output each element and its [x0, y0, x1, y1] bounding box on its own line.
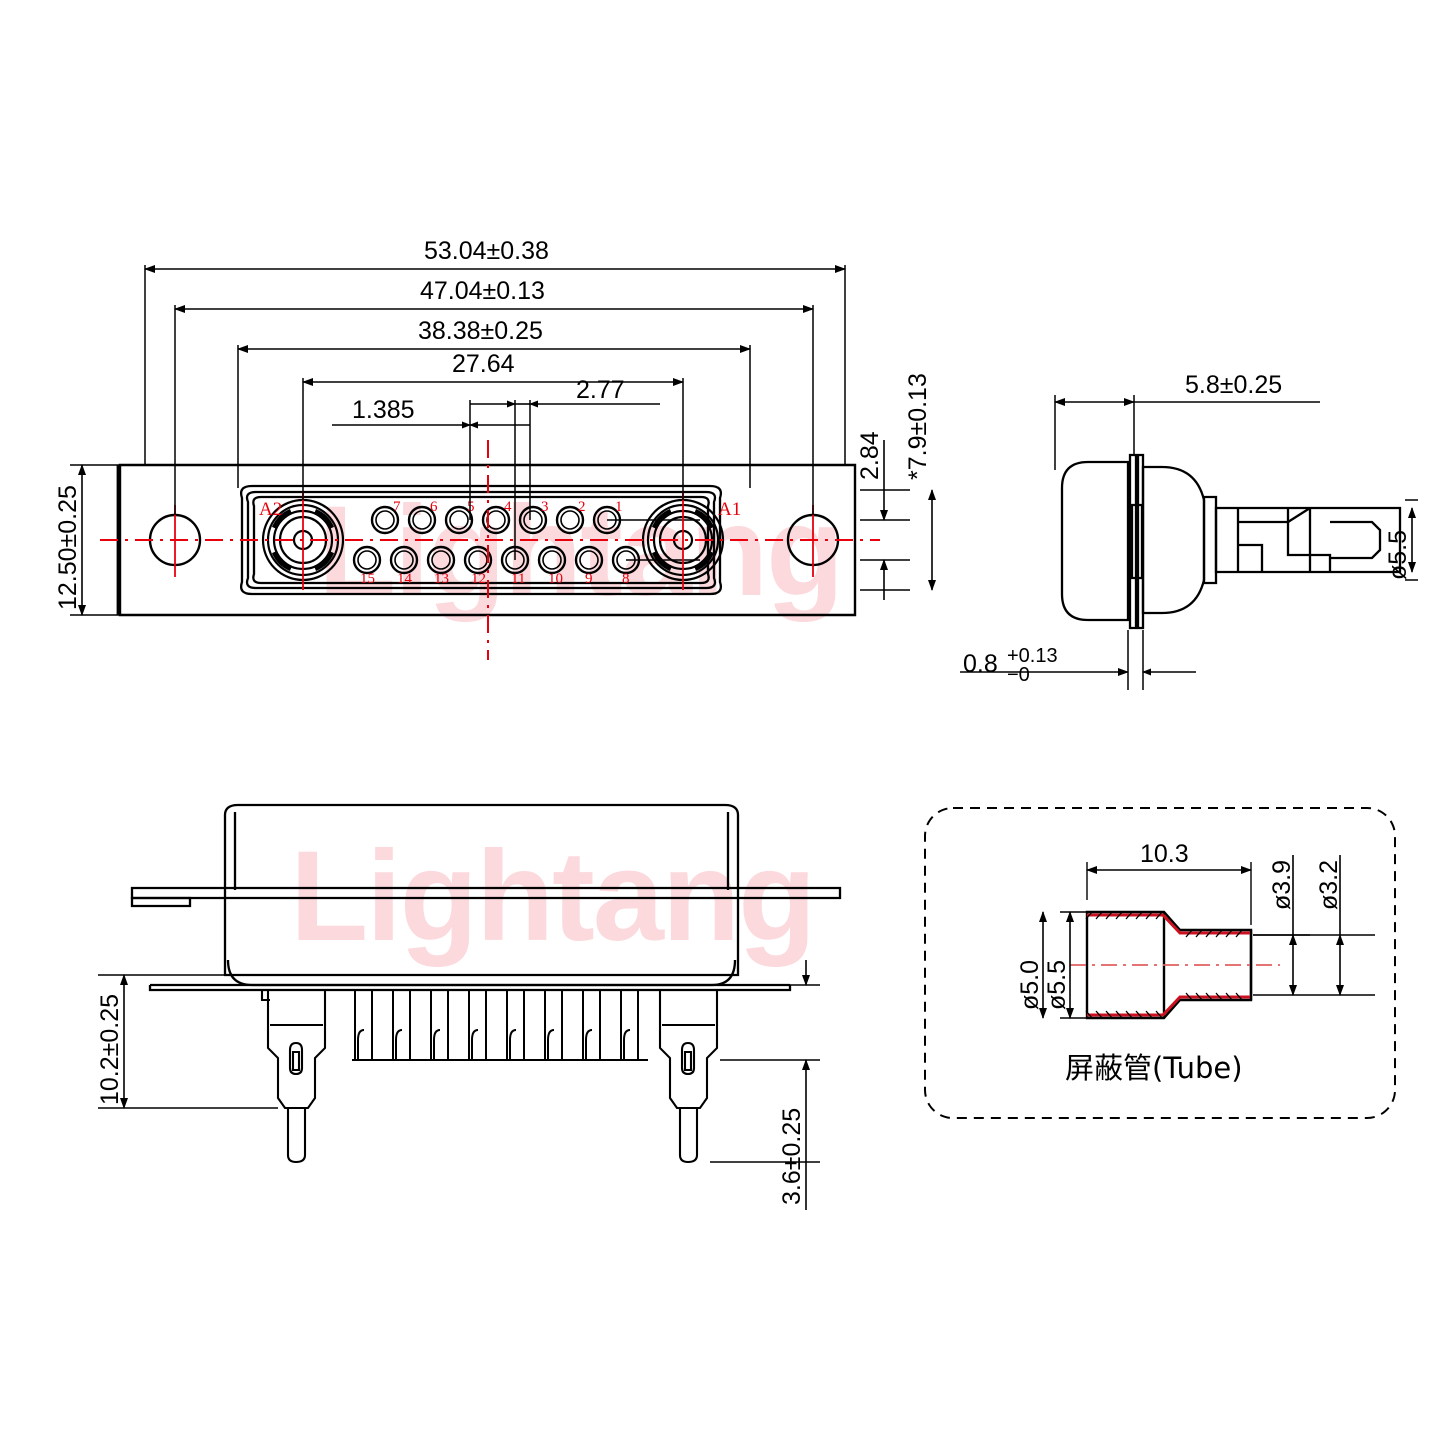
dim-mount-hole-span: 47.04±0.13 — [420, 277, 545, 305]
side-view: 5.8±0.25 ø5.5 0.8 +0.13 −0 — [960, 371, 1418, 690]
front-extension-lines — [144, 265, 846, 560]
pin-numbers-bottom: 15 14 13 12 11 10 9 8 — [360, 571, 630, 587]
dim-tube-outer-large: ø5.0 — [1016, 960, 1044, 1010]
dim-tube-inner-large: ø5.5 — [1043, 960, 1071, 1010]
svg-text:3: 3 — [541, 499, 549, 515]
bottom-coax-tails — [260, 990, 719, 1164]
coax-label-a1: A1 — [718, 499, 741, 520]
dim-tube-inner-small: ø3.2 — [1315, 860, 1343, 910]
svg-text:13: 13 — [434, 571, 449, 587]
dim-row-span: *7.9±0.13 — [904, 373, 932, 480]
dim-body-height: 10.2±0.25 — [96, 994, 124, 1105]
svg-text:9: 9 — [585, 571, 593, 587]
hole-crosshairs — [174, 492, 814, 590]
tube-hatch — [1085, 911, 1243, 1019]
front-centerlines — [100, 440, 880, 660]
svg-text:2: 2 — [578, 499, 586, 515]
tube-shield-layer — [1087, 913, 1250, 1017]
flange-value: 0.8 — [963, 650, 998, 678]
dim-contact-span: 27.64 — [452, 350, 515, 378]
side-ext-lines — [1054, 395, 1418, 690]
flange-tol-upper: +0.13 — [1007, 645, 1058, 667]
dim-pitch: 2.77 — [576, 376, 625, 404]
dim-half-pitch: 1.385 — [352, 396, 415, 424]
dim-tube-length: 10.3 — [1140, 840, 1189, 868]
dim-contact-dia: ø5.5 — [1384, 530, 1412, 580]
watermark-bottom: Lightang — [290, 825, 816, 968]
dim-overall-width: 53.04±0.38 — [424, 237, 549, 265]
dim-shell-width: 38.38±0.25 — [418, 317, 543, 345]
tube-detail-frame — [924, 807, 1396, 1119]
svg-text:8: 8 — [622, 571, 630, 587]
svg-text:12: 12 — [471, 571, 486, 587]
dim-row-offset: 2.84 — [856, 431, 884, 480]
dim-body-depth: 5.8±0.25 — [1185, 371, 1282, 399]
dim-overall-height: 12.50±0.25 — [54, 485, 82, 610]
side-body-outline — [1060, 453, 1402, 630]
front-right-dims — [880, 440, 936, 600]
front-d-shell — [239, 484, 723, 596]
tube-detail: 10.3 ø3.9 ø3.2 ø5.0 ø5.5 屏蔽管(Tube) — [924, 807, 1396, 1119]
svg-text:Lightang: Lightang — [290, 825, 814, 968]
front-dim-lines — [144, 265, 846, 429]
bottom-pin-fins — [352, 990, 648, 1061]
svg-text:4: 4 — [504, 499, 512, 515]
bottom-view: 10.2±0.25 3.6±0.25 — [96, 803, 842, 1210]
dim-flange-thickness: 0.8 +0.13 −0 — [963, 645, 1058, 686]
coax-label-a2: A2 — [259, 499, 282, 520]
tube-caption: 屏蔽管(Tube) — [1065, 1051, 1243, 1085]
bottom-dim-lines — [120, 960, 810, 1210]
tube-dim-lines — [1039, 855, 1344, 1019]
svg-text:11: 11 — [511, 571, 525, 587]
dim-tube-outer-small: ø3.9 — [1268, 860, 1296, 910]
svg-text:14: 14 — [397, 571, 413, 587]
svg-text:7: 7 — [393, 499, 401, 515]
svg-text:15: 15 — [360, 571, 375, 587]
svg-text:10: 10 — [548, 571, 563, 587]
svg-text:1: 1 — [615, 499, 623, 515]
pin-leader-lines — [607, 519, 700, 561]
flange-tol-lower: −0 — [1007, 664, 1030, 686]
front-view: A2 A1 7 6 5 4 3 — [54, 237, 936, 660]
svg-text:6: 6 — [430, 499, 438, 515]
side-dim-lines — [960, 398, 1416, 676]
dim-tail-length: 3.6±0.25 — [778, 1108, 806, 1205]
